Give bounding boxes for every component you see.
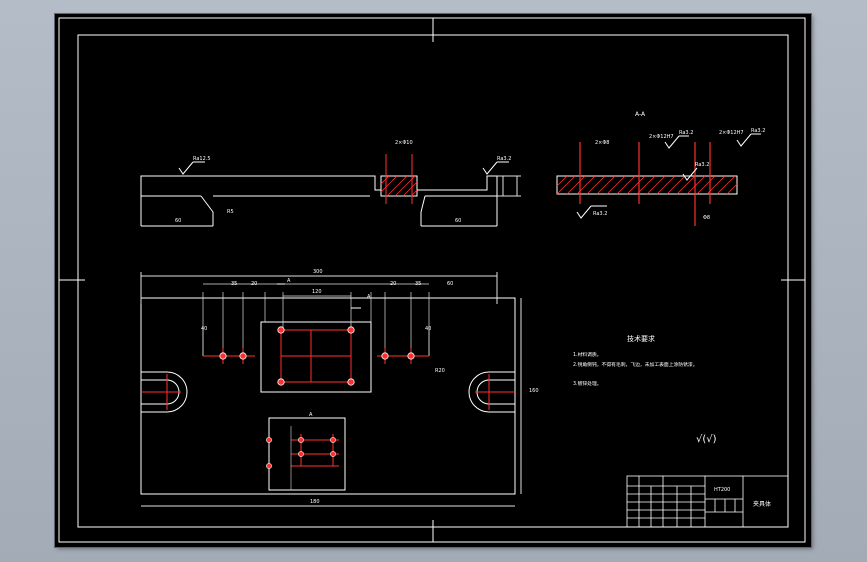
tech-req-line-3: 3.镀锌处理。 <box>573 380 602 387</box>
title-block-text: HT200 夹具体 <box>714 487 771 508</box>
detail-view-holes <box>266 437 336 469</box>
svg-text:2×Φ8: 2×Φ8 <box>595 140 610 146</box>
view-marker: A <box>287 278 291 284</box>
section-a-a: A-A <box>556 111 765 226</box>
svg-text:180: 180 <box>310 499 320 505</box>
svg-text:R5: R5 <box>227 209 234 215</box>
title-block <box>626 475 789 528</box>
svg-text:2×Φ12H7: 2×Φ12H7 <box>649 134 674 140</box>
svg-text:120: 120 <box>312 289 322 295</box>
svg-text:Ra12.5: Ra12.5 <box>193 156 211 162</box>
front-view-roughness: Ra12.5 Ra3.2 2×Φ10 60 60 R5 <box>175 140 511 224</box>
svg-text:Φ8: Φ8 <box>703 215 710 221</box>
svg-text:Ra3.2: Ra3.2 <box>497 156 511 162</box>
tech-requirements: 技术要求 1.材料调质。 2.锐角倒钝，不得有毛刺，飞边，未加工表面上涂防锈漆。… <box>573 334 698 387</box>
front-view <box>140 154 521 227</box>
cad-viewport[interactable]: Ra12.5 Ra3.2 2×Φ10 60 60 R5 A-A <box>55 14 811 547</box>
top-view-holes <box>219 326 415 386</box>
svg-text:300: 300 <box>313 269 323 275</box>
svg-text:2×Φ12H7: 2×Φ12H7 <box>719 130 744 136</box>
inner-frame <box>77 34 789 528</box>
section-label: A-A <box>635 111 646 118</box>
tech-req-line-1: 1.材料调质。 <box>573 351 602 358</box>
centering-marks <box>59 18 805 542</box>
svg-text:60: 60 <box>447 281 453 287</box>
svg-text:Ra3.2: Ra3.2 <box>679 130 693 136</box>
general-roughness: √(√) <box>696 434 717 445</box>
svg-text:60: 60 <box>175 218 181 224</box>
svg-text:35: 35 <box>415 281 421 287</box>
top-view <box>140 272 522 507</box>
tech-req-line-2: 2.锐角倒钝，不得有毛刺，飞边，未加工表面上涂防锈漆。 <box>573 361 698 368</box>
svg-text:40: 40 <box>201 326 207 332</box>
svg-text:60: 60 <box>455 218 461 224</box>
top-view-annotations: 300 35 20 120 20 35 60 40 40 R20 160 180… <box>201 269 539 505</box>
svg-text:2×Φ10: 2×Φ10 <box>395 140 413 146</box>
svg-text:20: 20 <box>251 281 257 287</box>
svg-text:Ra3.2: Ra3.2 <box>695 162 709 168</box>
engineering-drawing: Ra12.5 Ra3.2 2×Φ10 60 60 R5 A-A <box>58 17 806 543</box>
part-name: 夹具体 <box>753 500 771 508</box>
material-label: HT200 <box>714 487 730 493</box>
svg-text:Ra3.2: Ra3.2 <box>593 211 607 217</box>
tech-req-title: 技术要求 <box>627 334 655 343</box>
svg-text:160: 160 <box>529 388 539 394</box>
svg-text:20: 20 <box>390 281 396 287</box>
svg-text:A: A <box>309 412 313 418</box>
svg-text:40: 40 <box>425 326 431 332</box>
outer-border <box>58 17 806 543</box>
svg-text:R20: R20 <box>435 368 445 374</box>
svg-text:Ra3.2: Ra3.2 <box>751 128 765 134</box>
svg-text:35: 35 <box>231 281 237 287</box>
svg-text:A: A <box>367 294 371 300</box>
